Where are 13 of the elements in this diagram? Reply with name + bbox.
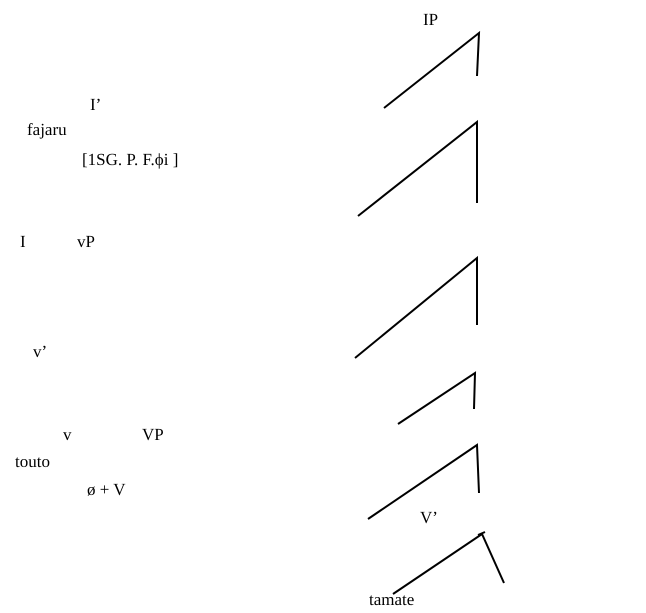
word-label: fajaru [27, 120, 67, 140]
feature-label: ø + V [87, 480, 126, 500]
node-label: I’ [90, 95, 102, 115]
node-label: v’ [33, 342, 48, 362]
node-label: I [20, 232, 26, 252]
node-label: IP [423, 10, 438, 30]
feature-label: [1SG. P. F.ϕi ] [82, 150, 178, 170]
word-label: tamate [369, 590, 414, 610]
node-label: v [63, 425, 72, 445]
word-label: touto [15, 452, 50, 472]
node-label: VP [142, 425, 164, 445]
node-label: V’ [420, 508, 438, 528]
node-label: vP [77, 232, 95, 252]
